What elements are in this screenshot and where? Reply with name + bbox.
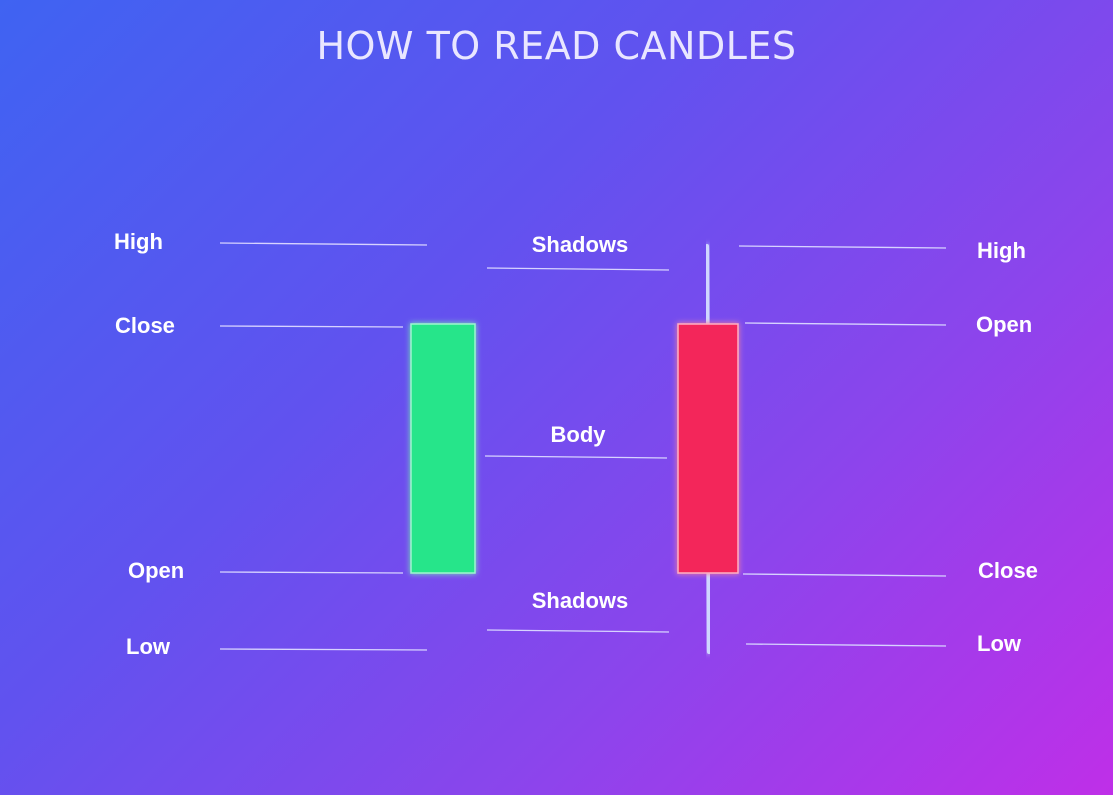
shadows-top-label: Shadows bbox=[531, 232, 629, 257]
leader-shadows-top bbox=[486, 267, 670, 271]
shadows-bottom-label: Shadows bbox=[531, 588, 629, 613]
body-label: Body bbox=[550, 422, 606, 447]
bearish-body bbox=[677, 323, 739, 574]
leader-body bbox=[484, 455, 668, 459]
bearish-close-label: Close bbox=[978, 558, 1038, 583]
leader-right-close bbox=[742, 573, 947, 577]
leader-shadows-bottom bbox=[486, 629, 670, 633]
bearish-high-label: High bbox=[977, 238, 1026, 263]
bearish-low-label: Low bbox=[977, 631, 1021, 656]
bearish-open-label: Open bbox=[976, 312, 1033, 337]
leader-right-high bbox=[738, 245, 947, 249]
bullish-open-label: Open bbox=[128, 558, 185, 583]
bullish-high-label: High bbox=[114, 229, 163, 254]
leader-right-low bbox=[745, 643, 947, 647]
leader-left-close bbox=[219, 325, 404, 328]
leader-left-high bbox=[219, 242, 428, 246]
leader-left-open bbox=[219, 571, 404, 574]
bullish-body bbox=[410, 323, 476, 574]
leader-left-low bbox=[219, 648, 428, 651]
page-title: HOW TO READ CANDLES bbox=[316, 24, 797, 68]
leader-right-open bbox=[744, 322, 947, 326]
bullish-close-label: Close bbox=[115, 313, 175, 338]
bullish-low-label: Low bbox=[126, 634, 170, 659]
